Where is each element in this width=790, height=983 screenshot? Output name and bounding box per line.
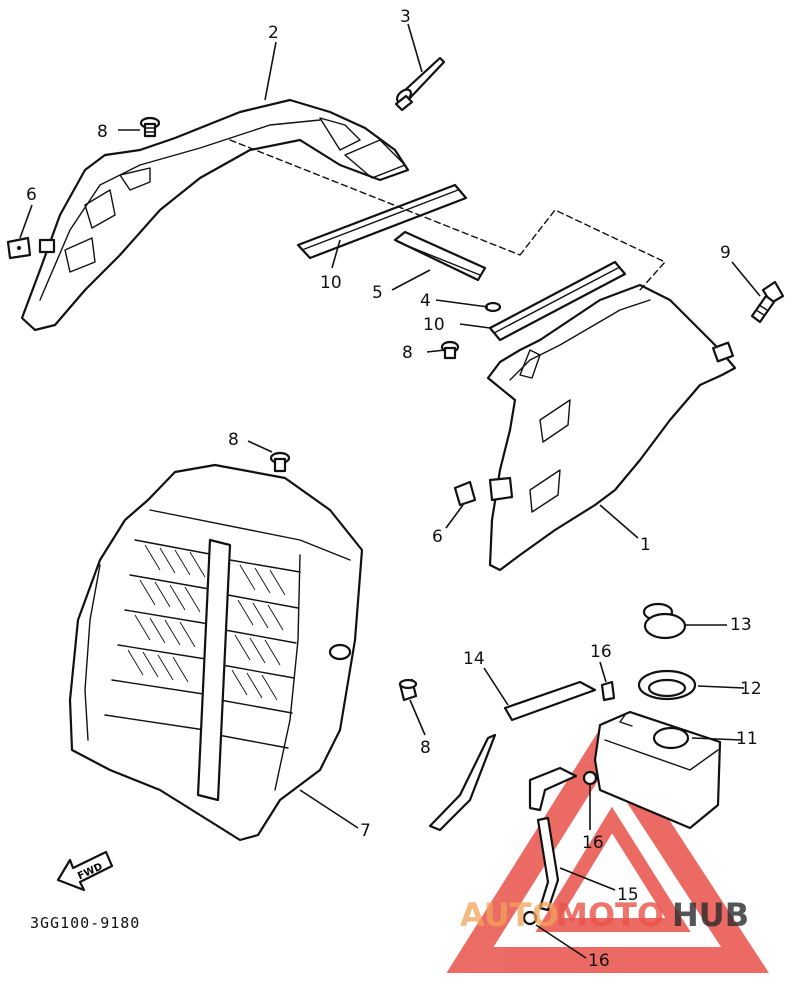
callout-11: 11 <box>736 729 758 749</box>
clip-nut-part-6-a <box>6 236 32 260</box>
bolt-part-9 <box>750 280 785 324</box>
callout-15: 15 <box>617 885 639 905</box>
brand-watermark-text: AUTO MOTO HUB <box>460 896 749 934</box>
screw-part-8-c <box>269 451 291 473</box>
callout-14: 14 <box>463 649 485 669</box>
grill-louvers <box>104 539 301 749</box>
callout-8: 8 <box>97 122 108 142</box>
callout-4: 4 <box>420 291 431 311</box>
brand-watermark-logo <box>446 720 769 973</box>
hose-clamp-part-16-a <box>600 680 616 702</box>
left-side-cover <box>20 98 410 332</box>
callout-16: 16 <box>590 642 612 662</box>
callout-10: 10 <box>320 273 342 293</box>
seal-strip-part-10-b <box>488 260 627 342</box>
coolant-reservoir-part-11 <box>593 710 722 830</box>
callout-8: 8 <box>402 343 413 363</box>
forward-direction-arrow: FWD <box>56 850 114 892</box>
callout-labels: 2 3 8 6 10 5 4 10 8 9 8 6 1 13 16 14 12 … <box>26 7 762 971</box>
callout-5: 5 <box>372 283 383 303</box>
hose-clamp-part-16-b <box>582 770 598 786</box>
callout-6: 6 <box>26 185 37 205</box>
drawing-code: 3GG100-9180 <box>30 914 140 932</box>
callout-7: 7 <box>360 821 371 841</box>
callout-6: 6 <box>432 527 443 547</box>
callout-10: 10 <box>423 315 445 335</box>
right-side-cover <box>486 283 737 572</box>
clip-nut-part-6-b <box>453 476 514 507</box>
brand-name-right: HUB <box>672 896 749 934</box>
callout-8: 8 <box>420 738 431 758</box>
breather-hose-part-15 <box>528 766 578 912</box>
screw-part-8-d <box>398 678 418 702</box>
gasket-part-12 <box>637 669 697 701</box>
callout-3: 3 <box>400 7 411 27</box>
clip-part-4 <box>484 301 502 313</box>
screw-part-8-a <box>139 116 161 138</box>
callout-9: 9 <box>720 243 731 263</box>
screw-part-8-b <box>440 340 460 360</box>
callout-12: 12 <box>740 679 762 699</box>
overflow-hose-part-14 <box>428 680 597 832</box>
rivet-part-3 <box>394 56 446 112</box>
radiator-grill <box>68 463 364 842</box>
brand-name-middle: MOTO <box>556 896 664 934</box>
damper-strip-part-5 <box>393 230 487 282</box>
leader-lines <box>19 23 761 959</box>
brand-name-left: AUTO <box>460 896 559 934</box>
callout-13: 13 <box>730 615 752 635</box>
callout-8: 8 <box>228 430 239 450</box>
callout-1: 1 <box>640 535 651 555</box>
callout-2: 2 <box>268 23 279 43</box>
reservoir-cap-part-13 <box>642 602 687 640</box>
hose-clamp-part-16-c <box>522 910 538 926</box>
seal-strip-part-10-a <box>296 183 468 260</box>
callout-16: 16 <box>582 833 604 853</box>
callout-16: 16 <box>588 951 610 971</box>
